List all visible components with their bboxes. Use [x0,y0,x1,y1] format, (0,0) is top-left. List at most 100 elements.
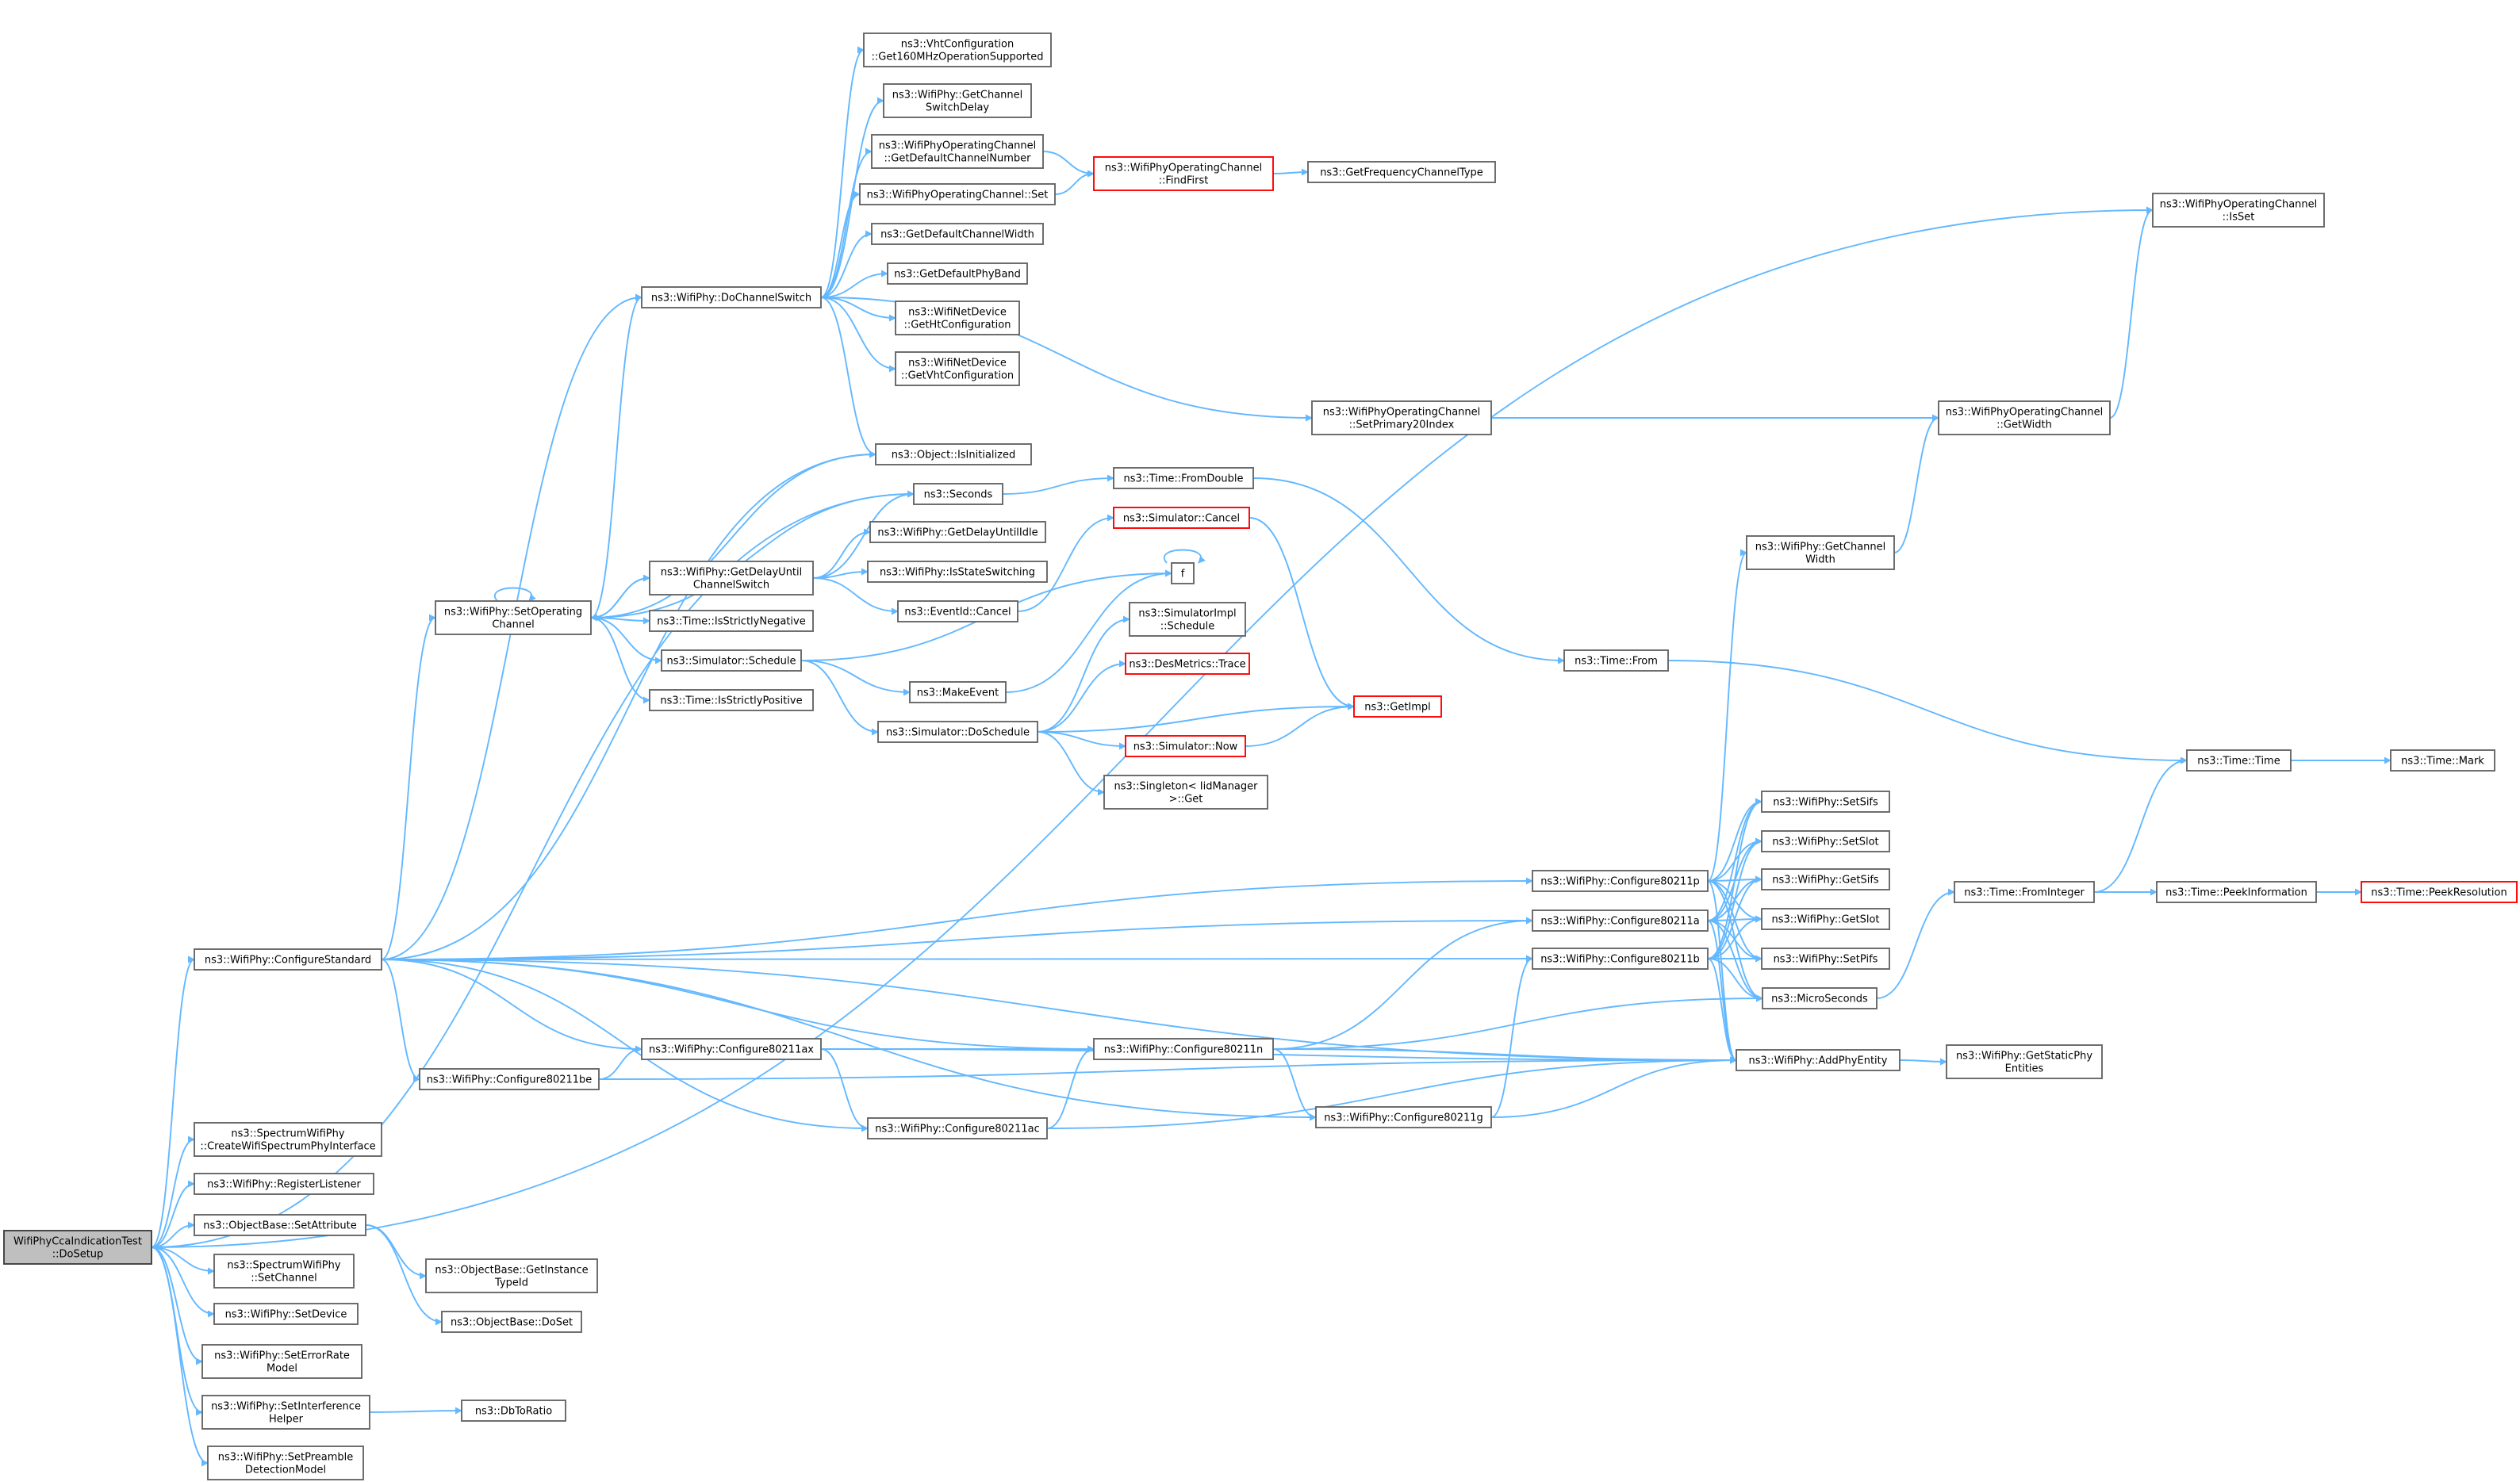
node-label: ns3::MakeEvent [917,687,999,699]
node-label: ns3::ObjectBase::SetAttribute [203,1220,357,1232]
node-from-double[interactable]: ns3::Time::FromDouble [1113,467,1254,489]
node-des-metrics-trace[interactable]: ns3::DesMetrics::Trace [1125,653,1250,675]
edge-configure80211g-to-add-phy-entity [1490,1056,1737,1118]
node-get-delay-until-idle[interactable]: ns3::WifiPhy::GetDelayUntilIdle [869,521,1046,543]
node-vht-get160[interactable]: ns3::VhtConfiguration::Get160MHzOperatio… [863,33,1052,67]
node-set-pifs[interactable]: ns3::WifiPhy::SetPifs [1761,948,1890,970]
edge-configure-standard-to-add-phy-entity [381,959,1737,1064]
node-box [875,443,1032,465]
node-time-from[interactable]: ns3::Time::From [1563,649,1669,672]
node-peek-resolution[interactable]: ns3::Time::PeekResolution [2361,881,2518,903]
edge-configure80211n-to-configure80211a [1272,917,1533,1050]
node-op-channel-set[interactable]: ns3::WifiPhyOperatingChannel::Set [859,183,1056,205]
node-get-frequency-channel-type[interactable]: ns3::GetFrequencyChannelType [1307,161,1496,183]
node-get-default-channel-width[interactable]: ns3::GetDefaultChannelWidth [871,223,1044,245]
node-make-event[interactable]: ns3::MakeEvent [909,681,1007,703]
node-sim-impl-schedule[interactable]: ns3::SimulatorImpl::Schedule [1129,602,1246,637]
node-get-slot[interactable]: ns3::WifiPhy::GetSlot [1761,908,1890,930]
node-add-phy-entity[interactable]: ns3::WifiPhy::AddPhyEntity [1736,1049,1901,1071]
node-get-ht-configuration[interactable]: ns3::WifiNetDevice::GetHtConfiguration [895,301,1020,335]
node-is-state-switching[interactable]: ns3::WifiPhy::IsStateSwitching [867,561,1048,583]
node-time-time[interactable]: ns3::Time::Time [2186,749,2292,772]
node-peek-information[interactable]: ns3::Time::PeekInformation [2156,881,2317,903]
node-set-slot[interactable]: ns3::WifiPhy::SetSlot [1761,830,1890,852]
node-label: ns3::WifiPhy::ConfigureStandard [205,955,371,967]
node-label: ns3::WifiPhyOperatingChannel [1946,407,2104,419]
node-label: ns3::Time::IsStrictlyPositive [660,695,802,707]
node-seconds[interactable]: ns3::Seconds [913,483,1003,505]
node-do-channel-switch[interactable]: ns3::WifiPhy::DoChannelSwitch [641,286,822,308]
node-box [1532,870,1709,892]
node-configure80211g[interactable]: ns3::WifiPhy::Configure80211g [1315,1106,1492,1128]
node-set-primary20-index[interactable]: ns3::WifiPhyOperatingChannel::SetPrimary… [1311,400,1492,435]
node-label: ns3::WifiPhy::GetSlot [1771,914,1879,926]
node-label: ns3::WifiPhy::GetDelayUntil [661,567,803,579]
edge-set-operating-channel-to-seconds [590,490,915,618]
node-configure80211p[interactable]: ns3::WifiPhy::Configure80211p [1532,870,1709,892]
node-simulator-cancel[interactable]: ns3::Simulator::Cancel [1113,507,1250,529]
node-label: ns3::SpectrumWifiPhy [231,1128,344,1140]
node-configure80211ax[interactable]: ns3::WifiPhy::Configure80211ax [641,1038,822,1060]
node-time-from-integer[interactable]: ns3::Time::FromInteger [1954,881,2095,903]
node-get-default-phy-band[interactable]: ns3::GetDefaultPhyBand [887,262,1028,285]
node-simulator-now[interactable]: ns3::Simulator::Now [1125,735,1246,757]
node-configure-standard[interactable]: ns3::WifiPhy::ConfigureStandard [194,948,382,971]
node-configure80211n[interactable]: ns3::WifiPhy::Configure80211n [1093,1038,1274,1060]
node-box [1353,695,1442,718]
node-get-default-channel-number[interactable]: ns3::WifiPhyOperatingChannel::GetDefault… [871,134,1044,169]
node-set-channel[interactable]: ns3::SpectrumWifiPhy::SetChannel [213,1254,355,1289]
node-label: ns3::Simulator::Now [1133,741,1238,753]
node-box [649,561,814,595]
node-register-listener[interactable]: ns3::WifiPhy::RegisterListener [194,1173,374,1195]
node-get-sifs[interactable]: ns3::WifiPhy::GetSifs [1761,868,1890,890]
node-op-channel-get-width[interactable]: ns3::WifiPhyOperatingChannel::GetWidth [1938,400,2111,435]
node-singleton-get[interactable]: ns3::Singleton< IidManager>::Get [1103,775,1268,810]
node-label: ns3::WifiPhy::AddPhyEntity [1749,1055,1888,1067]
node-time-mark[interactable]: ns3::Time::Mark [2390,749,2495,772]
node-label: ns3::WifiPhy::SetErrorRate [214,1350,350,1362]
node-f[interactable]: f [1171,562,1195,584]
edge-do-channel-switch-to-set-primary20-index [820,297,1313,422]
node-event-id-cancel[interactable]: ns3::EventId::Cancel [897,600,1018,622]
node-label: ns3::WifiPhy::Configure80211b [1540,954,1700,966]
node-get-impl[interactable]: ns3::GetImpl [1353,695,1442,718]
node-configure80211b[interactable]: ns3::WifiPhy::Configure80211b [1532,948,1709,970]
node-set-device[interactable]: ns3::WifiPhy::SetDevice [213,1303,359,1325]
node-find-first[interactable]: ns3::WifiPhyOperatingChannel::FindFirst [1093,156,1274,191]
node-configure80211a[interactable]: ns3::WifiPhy::Configure80211a [1532,909,1709,932]
node-is-strictly-negative[interactable]: ns3::Time::IsStrictlyNegative [649,610,814,632]
node-do-set[interactable]: ns3::ObjectBase::DoSet [441,1311,582,1333]
node-create-wifi-spectrum[interactable]: ns3::SpectrumWifiPhy::CreateWifiSpectrum… [194,1122,382,1157]
node-configure80211ac[interactable]: ns3::WifiPhy::Configure80211ac [867,1117,1048,1139]
node-db-to-ratio[interactable]: ns3::DbToRatio [461,1400,566,1422]
node-root[interactable]: WifiPhyCcaIndicationTest::DoSetup [3,1230,152,1265]
edge-from-double-to-time-from [1252,477,1565,664]
node-is-initialized[interactable]: ns3::Object::IsInitialized [875,443,1032,465]
node-op-channel-is-set[interactable]: ns3::WifiPhyOperatingChannel::IsSet [2152,193,2325,228]
node-box [661,649,802,672]
node-do-schedule[interactable]: ns3::Simulator::DoSchedule [877,721,1038,743]
node-set-attribute[interactable]: ns3::ObjectBase::SetAttribute [194,1214,366,1236]
node-configure80211be[interactable]: ns3::WifiPhy::Configure80211be [419,1068,600,1090]
edge-set-operating-channel-to-do-channel-switch [590,293,642,618]
edge-configure80211n-to-add-phy-entity [1272,1048,1737,1064]
node-get-vht-configuration[interactable]: ns3::WifiNetDevice::GetVhtConfiguration [895,351,1020,386]
edge-time-from-to-time-time [1667,660,2188,764]
edge-set-operating-channel-to-is-strictly-positive [590,617,650,704]
node-set-sifs[interactable]: ns3::WifiPhy::SetSifs [1761,791,1890,813]
node-micro-seconds[interactable]: ns3::MicroSeconds [1762,987,1878,1009]
node-box [194,1122,382,1157]
edge-set-attribute-to-get-instance-type-id [365,1224,427,1280]
edge-get-delay-until-channel-switch-to-get-delay-until-idle [812,528,871,579]
node-is-strictly-positive[interactable]: ns3::Time::IsStrictlyPositive [649,689,814,711]
node-simulator-schedule[interactable]: ns3::Simulator::Schedule [661,649,802,672]
